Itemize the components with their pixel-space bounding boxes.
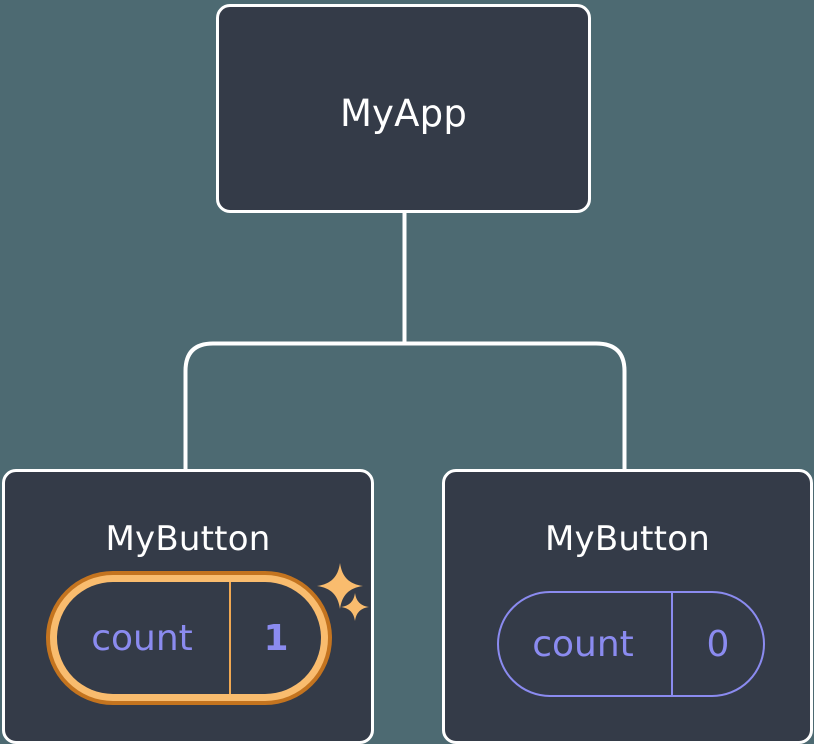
state-pill-left[interactable]: count 1 [46,571,332,705]
node-mybutton-right[interactable]: MyButton count 0 [442,469,813,744]
connector-branch-right [404,341,627,471]
state-pill-left-ring: count 1 [50,575,328,701]
node-myapp[interactable]: MyApp [216,4,591,213]
state-pill-left-value: 1 [229,582,321,694]
state-pill-left-label: count [91,617,193,659]
state-pill-left-core: count 1 [57,582,321,694]
state-pill-right-label: count [532,623,634,665]
state-pill-right[interactable]: count 0 [497,591,765,697]
node-mybutton-left[interactable]: MyButton count 1 [2,469,374,744]
state-pill-right-value: 0 [671,593,763,695]
node-myapp-title: MyApp [339,92,468,135]
node-mybutton-left-title: MyButton [105,519,271,559]
node-mybutton-right-title: MyButton [545,519,710,559]
connector-branch-left [183,341,405,471]
